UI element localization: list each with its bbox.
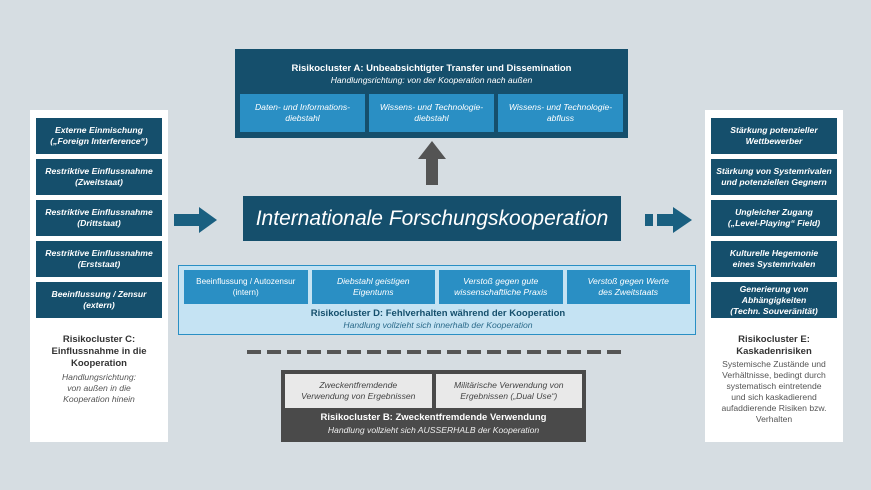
- cluster-c-box: Beeinflussung / Zensur (extern): [36, 282, 162, 318]
- cluster-d-box: Beeinflussung / Autozensur (intern): [184, 270, 308, 304]
- cluster-e-box: Ungleicher Zugang („Level-Playing“ Field…: [711, 200, 837, 236]
- cluster-b-subtitle: Handlung vollzieht sich AUSSERHALB der K…: [327, 425, 540, 435]
- center-title: Internationale Forschungskooperation: [255, 206, 609, 230]
- cluster-d-panel: Beeinflussung / Autozensur (intern) Dieb…: [178, 265, 696, 335]
- cluster-a-title: Risikocluster A: Unbeabsichtigter Transf…: [291, 63, 572, 74]
- dashed-arrow-right-icon: [645, 206, 693, 234]
- cluster-a-box: Wissens- und Technologie- abfluss: [498, 94, 623, 132]
- arrow-right-icon: [174, 206, 218, 234]
- cluster-c-box: Externe Einmischung („Foreign Interferen…: [36, 118, 162, 154]
- cluster-a-box: Daten- und Informations- diebstahl: [240, 94, 365, 132]
- cluster-b-box: Zweckentfremdende Verwendung von Ergebni…: [285, 374, 432, 408]
- cluster-e-title: Risikocluster E: Kaskadenrisiken: [736, 334, 812, 357]
- cluster-d-subtitle: Handlung vollzieht sich innerhalb der Ko…: [343, 320, 533, 330]
- cluster-a-subtitle: Handlungsrichtung: von der Kooperation n…: [330, 75, 533, 85]
- dashed-divider: [247, 350, 622, 354]
- cluster-d-box: Verstoß gegen Werte des Zweitstaats: [566, 270, 690, 304]
- cluster-e-box: Kulturelle Hegemonie eines Systemrivalen: [711, 241, 837, 277]
- cluster-e-panel: Stärkung potenzieller Wettbewerber Stärk…: [705, 110, 843, 442]
- cluster-c-subtitle: Handlungsrichtung: von außen in die Koop…: [61, 372, 137, 404]
- cluster-c-box: Restriktive Einflussnahme (Drittstaat): [36, 200, 162, 236]
- center-title-box: Internationale Forschungskooperation: [243, 196, 621, 241]
- cluster-d-box: Diebstahl geistigen Eigentums: [311, 270, 435, 304]
- cluster-e-box: Generierung von Abhängigkeiten (Techn. S…: [711, 282, 837, 318]
- cluster-c-panel: Externe Einmischung („Foreign Interferen…: [30, 110, 168, 442]
- cluster-a-box: Wissens- und Technologie- diebstahl: [369, 94, 494, 132]
- cluster-b-title: Risikocluster B: Zweckentfremdende Verwe…: [320, 412, 547, 423]
- cluster-d-title: Risikocluster D: Fehlverhalten während d…: [310, 308, 566, 319]
- cluster-c-box: Restriktive Einflussnahme (Erststaat): [36, 241, 162, 277]
- cluster-d-box: Verstoß gegen gute wissenschaftliche Pra…: [439, 270, 563, 304]
- cluster-e-box: Stärkung von Systemrivalen und potenziel…: [711, 159, 837, 195]
- cluster-b-panel: Zweckentfremdende Verwendung von Ergebni…: [281, 370, 586, 442]
- cluster-e-box: Stärkung potenzieller Wettbewerber: [711, 118, 837, 154]
- cluster-a-panel: Risikocluster A: Unbeabsichtigter Transf…: [235, 49, 628, 138]
- cluster-e-subtitle: Systemische Zustände und Verhältnisse, b…: [721, 359, 827, 424]
- cluster-c-title: Risikocluster C: Einflussnahme in die Ko…: [51, 334, 147, 369]
- cluster-c-box: Restriktive Einflussnahme (Zweitstaat): [36, 159, 162, 195]
- arrow-up-icon: [417, 141, 447, 186]
- cluster-b-box: Militärische Verwendung von Ergebnissen …: [435, 374, 582, 408]
